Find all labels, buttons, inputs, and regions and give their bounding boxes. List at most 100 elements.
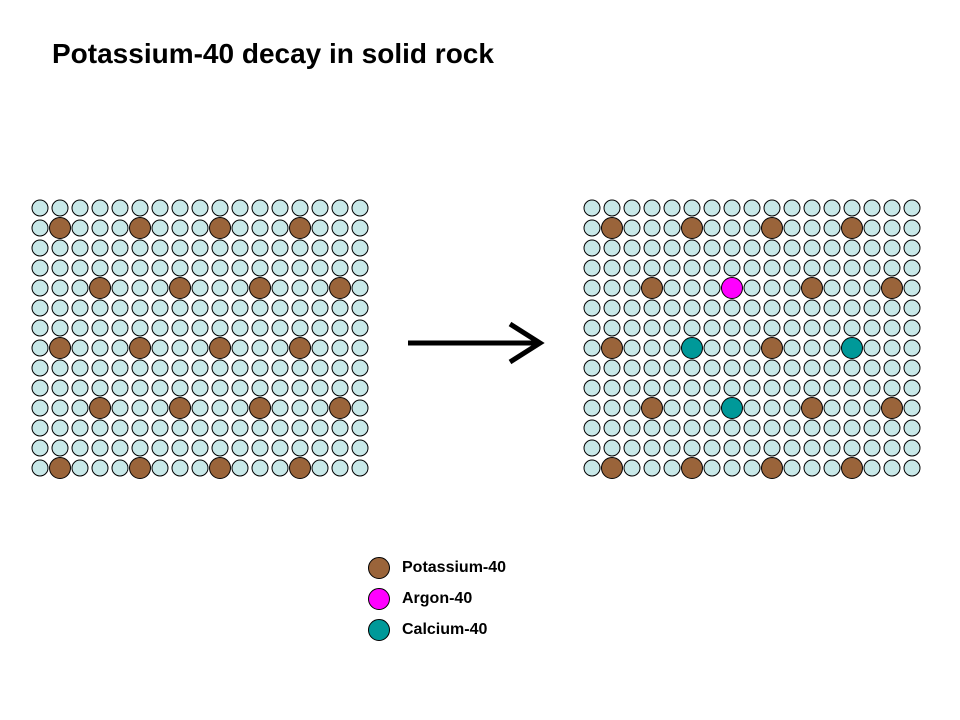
potassium-40-atom xyxy=(761,337,783,359)
matrix-atom xyxy=(71,299,89,317)
matrix-atom xyxy=(803,199,821,217)
matrix-atom xyxy=(211,319,229,337)
matrix-atom xyxy=(583,199,601,217)
matrix-atom xyxy=(51,319,69,337)
matrix-atom xyxy=(271,219,289,237)
matrix-atom xyxy=(191,199,209,217)
matrix-atom xyxy=(723,379,741,397)
matrix-atom xyxy=(603,439,621,457)
matrix-atom xyxy=(251,359,269,377)
matrix-atom xyxy=(883,319,901,337)
matrix-atom xyxy=(903,259,921,277)
matrix-atom xyxy=(151,419,169,437)
matrix-atom xyxy=(743,219,761,237)
matrix-atom xyxy=(171,439,189,457)
matrix-atom xyxy=(703,379,721,397)
matrix-atom xyxy=(151,319,169,337)
matrix-atom xyxy=(783,379,801,397)
matrix-atom xyxy=(91,299,109,317)
matrix-atom xyxy=(71,219,89,237)
matrix-atom xyxy=(351,279,369,297)
matrix-atom xyxy=(31,239,49,257)
matrix-atom xyxy=(883,379,901,397)
matrix-atom xyxy=(251,439,269,457)
matrix-atom xyxy=(863,299,881,317)
matrix-atom xyxy=(723,259,741,277)
matrix-atom xyxy=(623,199,641,217)
matrix-atom xyxy=(903,279,921,297)
matrix-atom xyxy=(191,459,209,477)
potassium-40-atom xyxy=(681,217,703,239)
argon-swatch-icon xyxy=(368,587,390,610)
matrix-atom xyxy=(211,279,229,297)
matrix-atom xyxy=(843,299,861,317)
matrix-atom xyxy=(903,459,921,477)
matrix-atom xyxy=(311,319,329,337)
potassium-swatch-icon xyxy=(368,556,390,579)
matrix-atom xyxy=(111,239,129,257)
potassium-40-atom xyxy=(89,397,111,419)
matrix-atom xyxy=(111,319,129,337)
matrix-atom xyxy=(31,339,49,357)
matrix-atom xyxy=(703,279,721,297)
matrix-atom xyxy=(703,359,721,377)
matrix-atom xyxy=(583,379,601,397)
matrix-atom xyxy=(683,279,701,297)
matrix-atom xyxy=(743,259,761,277)
matrix-atom xyxy=(643,319,661,337)
matrix-atom xyxy=(803,299,821,317)
matrix-atom xyxy=(311,259,329,277)
matrix-atom xyxy=(683,299,701,317)
matrix-atom xyxy=(583,299,601,317)
matrix-atom xyxy=(783,319,801,337)
matrix-atom xyxy=(583,219,601,237)
matrix-atom xyxy=(71,439,89,457)
matrix-atom xyxy=(31,399,49,417)
matrix-atom xyxy=(151,299,169,317)
matrix-atom xyxy=(903,419,921,437)
matrix-atom xyxy=(311,399,329,417)
matrix-atom xyxy=(271,259,289,277)
matrix-atom xyxy=(663,279,681,297)
matrix-atom xyxy=(623,279,641,297)
matrix-atom xyxy=(231,199,249,217)
matrix-atom xyxy=(903,219,921,237)
matrix-atom xyxy=(51,419,69,437)
calcium-40-atom xyxy=(841,337,863,359)
matrix-atom xyxy=(823,399,841,417)
matrix-atom xyxy=(703,459,721,477)
matrix-atom xyxy=(683,319,701,337)
matrix-atom xyxy=(883,419,901,437)
matrix-atom xyxy=(663,239,681,257)
matrix-atom xyxy=(683,439,701,457)
matrix-atom xyxy=(843,319,861,337)
matrix-atom xyxy=(783,239,801,257)
matrix-atom xyxy=(211,259,229,277)
matrix-atom xyxy=(583,419,601,437)
matrix-atom xyxy=(803,259,821,277)
matrix-atom xyxy=(251,219,269,237)
potassium-40-atom xyxy=(129,457,151,479)
matrix-atom xyxy=(583,439,601,457)
matrix-atom xyxy=(171,199,189,217)
matrix-atom xyxy=(51,279,69,297)
matrix-atom xyxy=(311,339,329,357)
matrix-atom xyxy=(91,439,109,457)
matrix-atom xyxy=(191,379,209,397)
matrix-atom xyxy=(783,259,801,277)
matrix-atom xyxy=(271,359,289,377)
matrix-atom xyxy=(643,299,661,317)
matrix-atom xyxy=(763,279,781,297)
matrix-atom xyxy=(803,359,821,377)
matrix-atom xyxy=(663,259,681,277)
matrix-atom xyxy=(683,419,701,437)
matrix-atom xyxy=(211,239,229,257)
matrix-atom xyxy=(171,299,189,317)
matrix-atom xyxy=(331,319,349,337)
matrix-atom xyxy=(351,359,369,377)
matrix-atom xyxy=(331,239,349,257)
matrix-atom xyxy=(331,199,349,217)
matrix-atom xyxy=(663,219,681,237)
matrix-atom xyxy=(723,339,741,357)
matrix-atom xyxy=(271,379,289,397)
